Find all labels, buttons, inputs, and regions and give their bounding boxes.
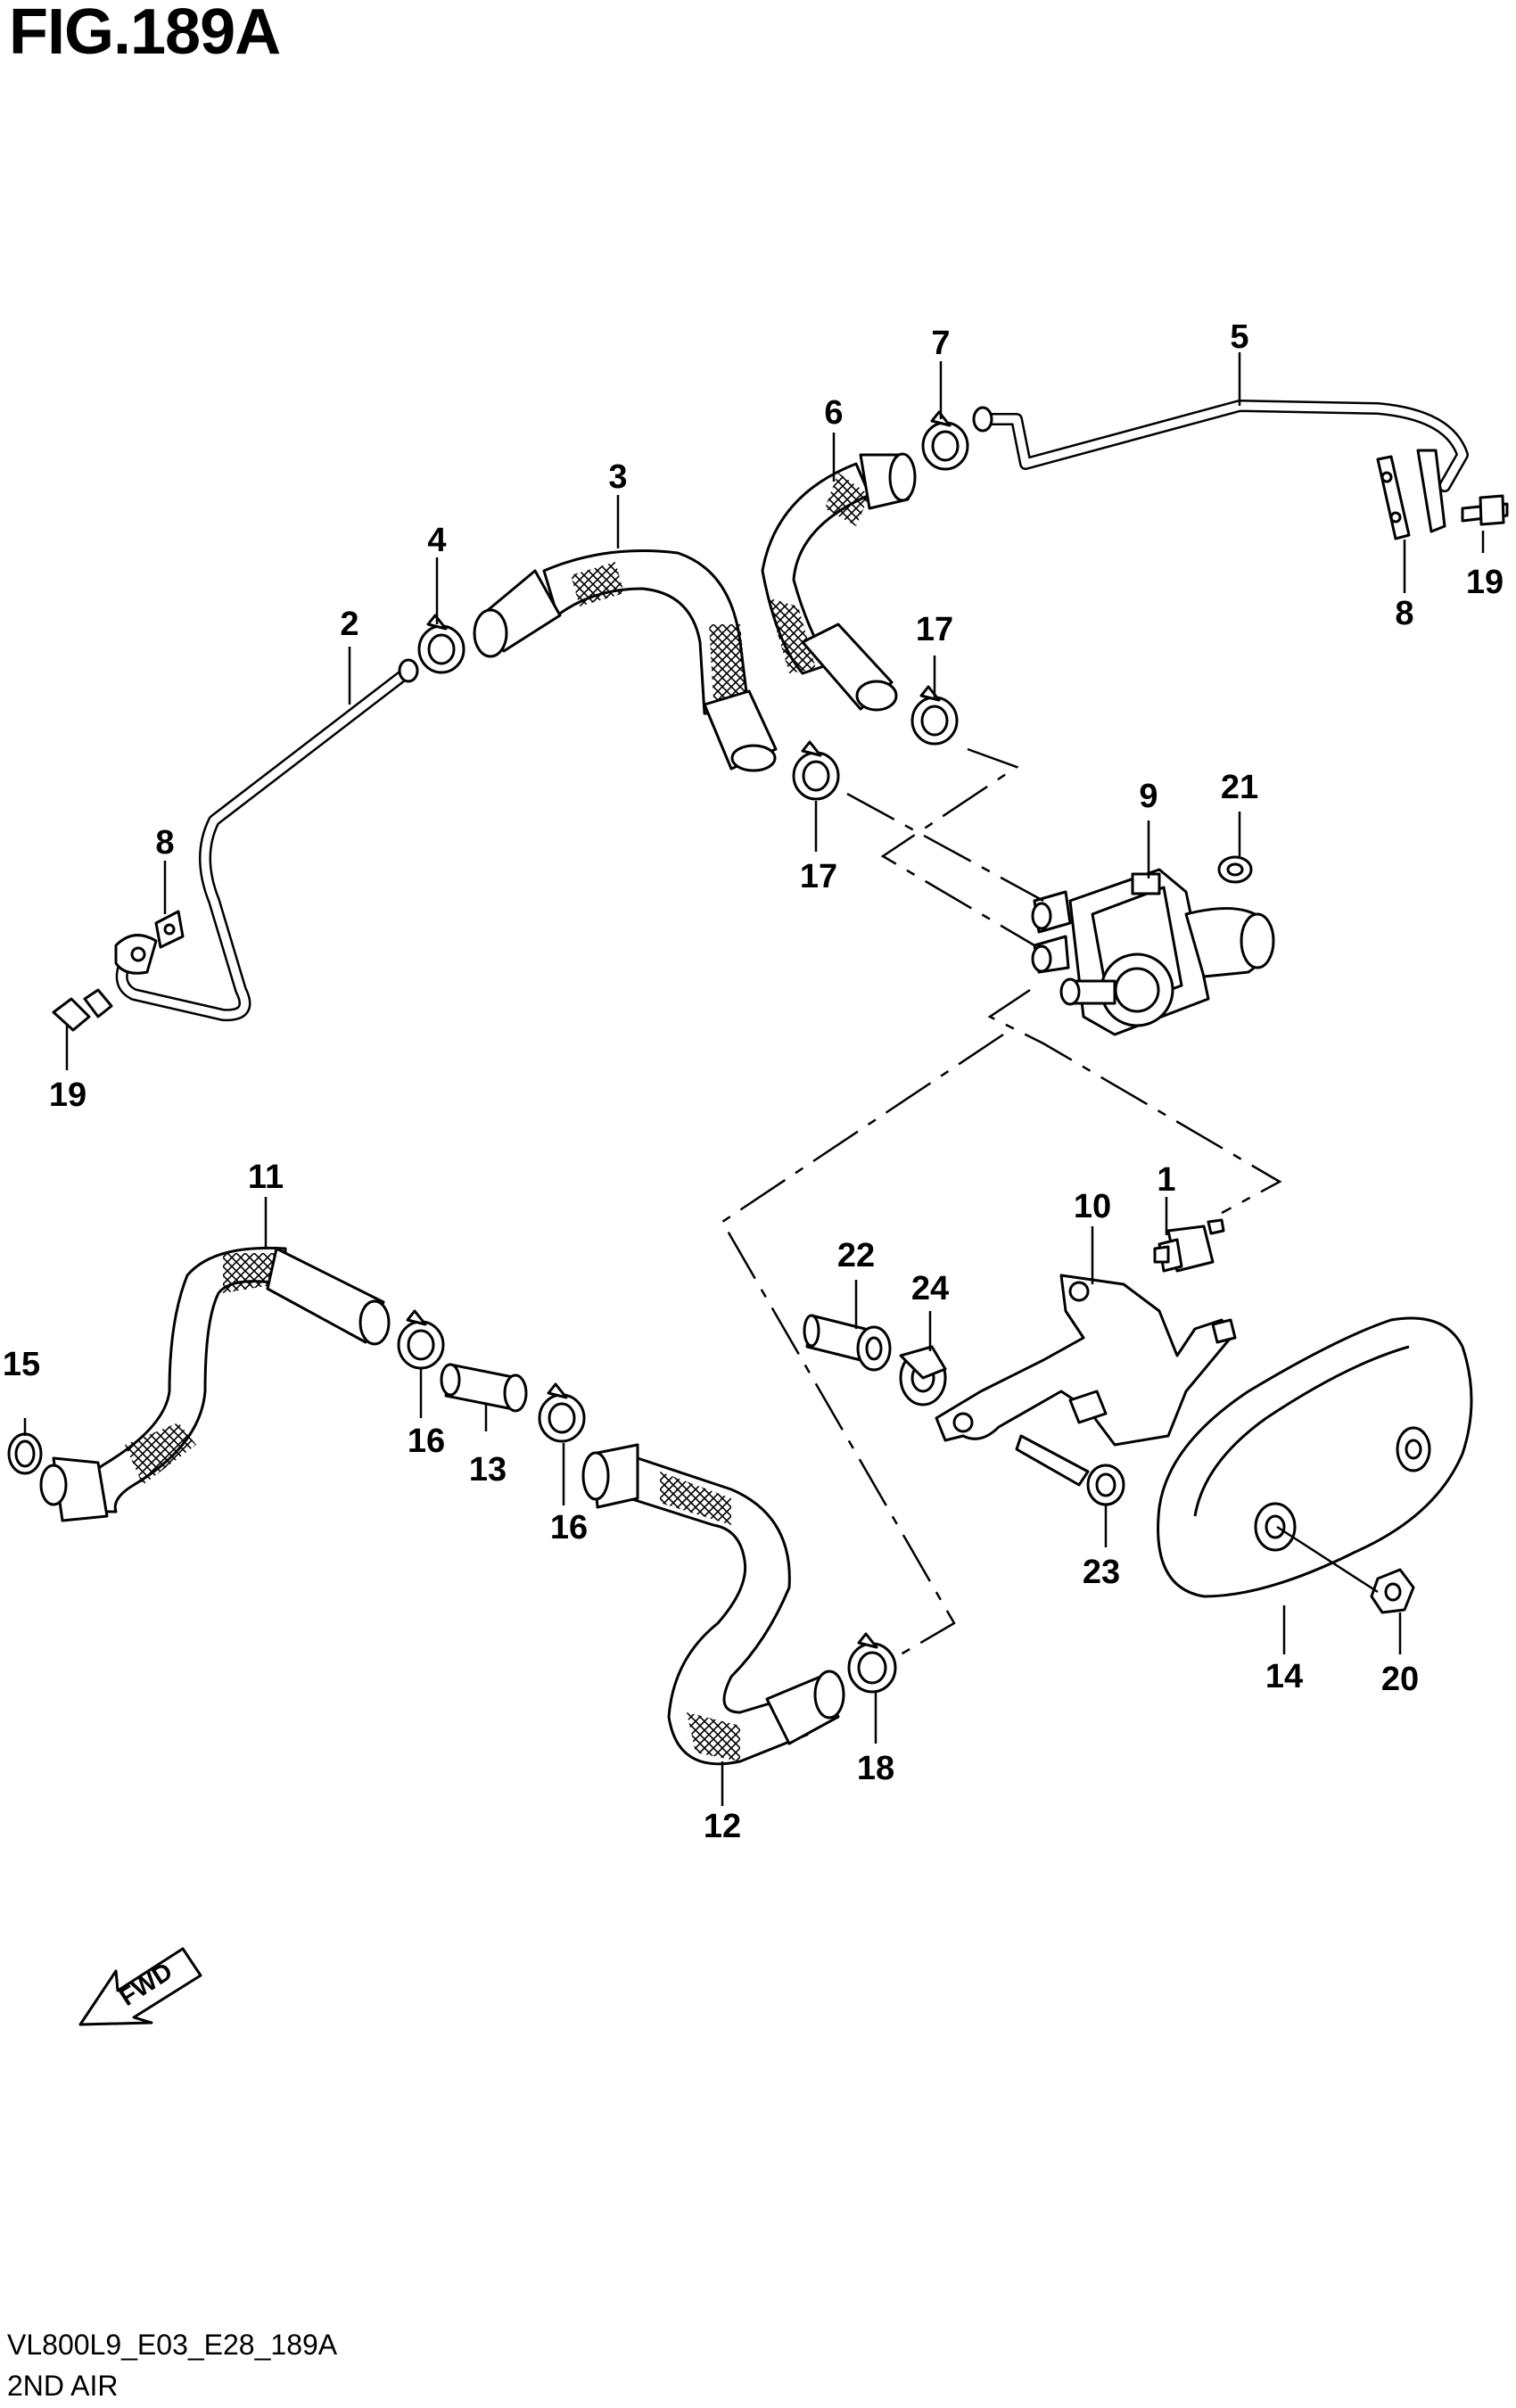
grommet-part-24 — [899, 1345, 947, 1406]
callout-19-upper: 19 — [1466, 564, 1504, 601]
callout-10: 10 — [1074, 1188, 1111, 1225]
callout-5: 5 — [1230, 318, 1248, 356]
bolt-part-19-left — [52, 988, 113, 1032]
callout-3: 3 — [608, 458, 627, 496]
callout-1: 1 — [1157, 1161, 1175, 1199]
hose-part-3 — [473, 549, 778, 772]
clamp-part-16-left — [397, 1309, 445, 1370]
air-filter-cover-part-14 — [1157, 1316, 1473, 1598]
pipe-part-5 — [972, 400, 1469, 492]
clamp-part-17-lower — [792, 740, 840, 801]
clip-part-15 — [7, 1432, 43, 1475]
connection-lines — [721, 747, 1282, 1656]
clamp-part-18 — [847, 1632, 897, 1694]
hose-part-11 — [39, 1246, 391, 1522]
callout-numbers: 1 2 3 4 5 6 7 8 8 9 10 11 12 13 14 15 16… — [3, 318, 1504, 1845]
callout-16-right: 16 — [550, 1509, 588, 1546]
callout-24: 24 — [911, 1270, 949, 1307]
callout-18: 18 — [857, 1750, 894, 1787]
clamp-part-4 — [417, 614, 466, 674]
callout-6: 6 — [824, 394, 843, 432]
bolt-part-22 — [803, 1314, 892, 1372]
callout-11: 11 — [248, 1159, 284, 1196]
drawing-name: 2ND AIR — [7, 2370, 119, 2402]
callout-20: 20 — [1381, 1661, 1419, 1698]
callout-17-lower: 17 — [800, 858, 837, 895]
callout-16-left: 16 — [408, 1423, 445, 1460]
callout-2: 2 — [340, 606, 358, 643]
washer-part-21 — [1217, 855, 1253, 884]
bracket-part-10 — [935, 1274, 1237, 1447]
callout-4: 4 — [427, 522, 446, 559]
clamp-part-17-upper — [910, 685, 959, 746]
callout-22: 22 — [837, 1237, 875, 1274]
bolt-part-23 — [1015, 1434, 1125, 1506]
bolt-part-19-upper — [1461, 494, 1509, 526]
bracket-part-8-left — [154, 910, 185, 949]
callout-19-left: 19 — [49, 1076, 87, 1114]
callout-9: 9 — [1139, 778, 1158, 815]
callout-17-upper: 17 — [916, 611, 953, 648]
callout-13: 13 — [469, 1451, 507, 1489]
nut-part-20 — [1370, 1568, 1415, 1614]
callout-15: 15 — [3, 1346, 40, 1383]
valve-part-9 — [1031, 868, 1275, 1036]
callout-21: 21 — [1221, 769, 1258, 806]
clamp-part-7 — [921, 410, 969, 471]
bracket-part-8-upper — [1376, 449, 1446, 540]
callout-23: 23 — [1083, 1554, 1120, 1591]
callout-8-left: 8 — [155, 824, 174, 862]
leader-lines — [23, 352, 1485, 1806]
callout-7: 7 — [931, 325, 950, 362]
callout-14: 14 — [1265, 1658, 1303, 1695]
figure-title: FIG.189A — [9, 0, 281, 68]
pipe-part-2 — [114, 658, 419, 1022]
sensor-part-1 — [1153, 1218, 1225, 1273]
callout-8-upper: 8 — [1395, 595, 1413, 632]
callout-12: 12 — [704, 1808, 741, 1845]
drawing-code: VL800L9_E03_E28_189A — [7, 2329, 338, 2361]
forward-direction-arrow-icon: FWD — [78, 1947, 202, 2026]
hose-part-12 — [581, 1443, 845, 1766]
hose-part-6 — [761, 452, 917, 712]
joint-part-13 — [440, 1363, 528, 1413]
clamp-part-16-right — [538, 1382, 586, 1443]
